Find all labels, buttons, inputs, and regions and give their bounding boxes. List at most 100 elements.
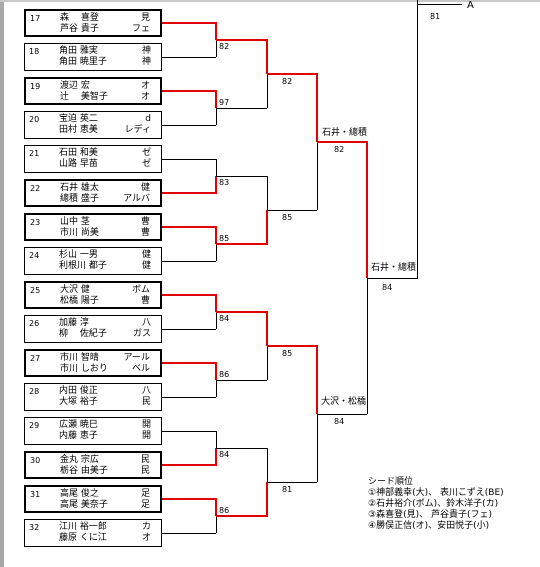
player-1-club: ボム [131,285,150,295]
r1-connector-vert [216,380,217,397]
player-2-club: 曹 [140,228,150,238]
r3-connector-vert [317,414,318,482]
legend-title: シード順位 [368,477,414,487]
final-connector-arm [317,141,367,143]
entry-seed: 32 [29,523,40,532]
r2-connector-arm [216,311,267,313]
player-2-club: ゼ [141,159,151,169]
player-1-name: 宝迫 英二 [59,114,98,124]
player-2-club: 曹 [140,296,150,306]
legend-line: ①神部義幸(大)、 表川こずえ(BE) [368,488,504,498]
player-1-club: カ [141,522,151,532]
player-2-club: 神 [141,57,151,67]
player-1-club: 健 [140,183,150,193]
r1-connector-arm [162,397,216,398]
final-connector-vert [366,141,368,278]
player-1-club: d [145,114,151,124]
player-2-name: 總積 盛子 [60,194,99,204]
legend-line: ③森喜登(見)、 芦谷貴子(フェ) [368,510,492,520]
r1-connector-arm [162,192,216,194]
semifinal-winner-top: 石井・總積 [322,128,368,138]
player-1-name: 石井 雄太 [60,183,99,193]
to-upper-half-line [417,0,418,279]
r3-connector-vert [316,345,318,414]
player-1-name: 山中 茎 [60,217,90,227]
match-score: 85 [282,349,293,358]
r1-connector-vert [215,22,217,40]
match-score: 85 [219,234,230,243]
player-2-name: 角田 暁里子 [59,57,107,67]
r1-connector-arm [162,533,216,534]
r1-connector-vert [215,90,217,108]
r1-connector-vert [216,108,217,125]
r3-connector-arm [267,345,317,347]
r2-connector-arm [216,448,267,449]
r1-connector-vert [215,448,217,466]
r3-connector-arm [267,210,317,211]
r1-connector-vert [216,516,217,533]
r3-connector-arm [267,73,317,75]
to-letter-line [417,4,462,5]
r2-connector-arm [216,39,267,41]
r1-connector-vert [216,244,217,261]
entry-seed: 30 [30,456,41,465]
r3-connector-vert [317,142,318,210]
r2-connector-vert [266,210,268,245]
window-left-edge [0,0,4,567]
player-1-club: 足 [140,489,150,499]
player-1-club: ゼ [141,148,151,158]
r3-connector-vert [316,73,318,142]
player-2-name: 市川 尚美 [60,228,99,238]
player-1-club: 八 [141,318,151,328]
player-1-club: 曹 [140,217,150,227]
entry-seed: 21 [29,149,40,158]
entry-seed: 31 [30,490,41,499]
r2-connector-arm [216,176,267,177]
entry-seed: 27 [30,354,41,363]
player-1-club: 民 [140,455,150,465]
match-score: 84 [334,417,345,426]
player-1-name: 加藤 淳 [59,318,89,328]
r1-connector-arm [162,125,216,126]
r2-connector-vert [267,74,268,108]
player-2-club: オ [141,533,151,543]
match-score: 84 [219,450,230,459]
r1-connector-vert [215,362,217,380]
r1-connector-arm [162,261,216,262]
player-2-name: 高尾 美奈子 [60,500,108,510]
match-score: 83 [219,178,230,187]
r3-connector-arm [267,482,317,483]
r1-connector-arm [162,431,216,432]
r2-connector-arm [216,515,267,517]
player-2-name: 大塚 裕子 [59,397,98,407]
player-1-name: 石田 和美 [59,148,98,158]
player-2-name: 市川 しおり [60,364,108,374]
player-2-club: フェ [131,24,150,34]
entry-seed: 19 [30,82,41,91]
legend-line: ④勝俣正信(オ)、安田悦子(小) [368,521,490,531]
r2-connector-vert [267,448,268,482]
player-2-name: 芦谷 貴子 [60,24,99,34]
player-2-club: 開 [141,431,151,441]
r1-connector-arm [162,57,216,58]
final-output-line [367,278,417,279]
player-1-club: アール [123,353,150,363]
player-2-name: 内藤 恵子 [59,431,98,441]
r1-connector-arm [162,22,216,24]
match-score: 84 [219,314,230,323]
r2-connector-vert [267,346,268,380]
r1-connector-vert [215,498,217,516]
bracket-continuation-letter: A [467,0,474,11]
player-2-name: 柳 佐紀子 [59,329,107,339]
player-1-name: 江川 裕一郎 [59,522,107,532]
r1-connector-arm [162,226,216,228]
